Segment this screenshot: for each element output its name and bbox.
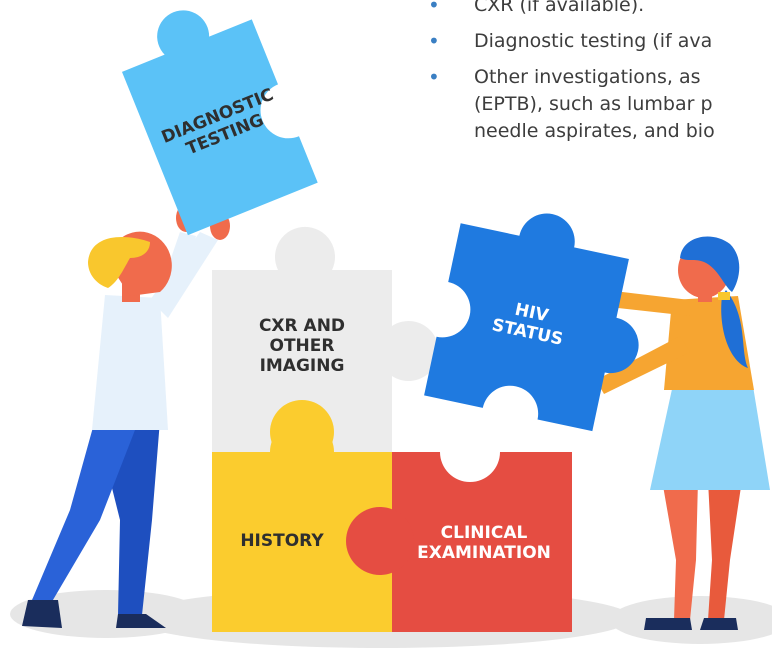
bullet-dot-icon: •	[428, 29, 440, 53]
bullet-item: • Diagnostic testing (if ava	[428, 28, 712, 55]
cxr-label-line: CXR AND	[259, 316, 345, 336]
clinical-label-line: CLINICAL	[441, 523, 528, 543]
bullet-item: • CXR (if available).	[428, 0, 644, 19]
history-puzzle-piece: HISTORY	[212, 400, 392, 632]
bullet-text: needle aspirates, and bio	[474, 120, 715, 142]
cxr-label-line: IMAGING	[260, 356, 345, 376]
man-figure	[22, 204, 230, 628]
bullet-text: Diagnostic testing (if ava	[474, 30, 713, 52]
bullet-item: • Other investigations, as (EPTB), such …	[428, 64, 715, 145]
woman-figure	[568, 236, 770, 630]
ground-shadow-right	[610, 596, 772, 644]
clinical-label-line: EXAMINATION	[417, 543, 551, 563]
diagnostic-puzzle-piece: DIAGNOSTIC TESTING	[121, 10, 318, 236]
bullet-dot-icon: •	[428, 65, 440, 89]
history-label: HISTORY	[240, 531, 324, 551]
clinical-puzzle-piece: CLINICAL EXAMINATION	[346, 452, 572, 632]
cxr-puzzle-piece: CXR AND OTHER IMAGING	[212, 226, 439, 452]
bullet-text: CXR (if available).	[474, 0, 645, 16]
hiv-puzzle-piece: HIV STATUS	[424, 213, 639, 432]
bullet-text: (EPTB), such as lumbar p	[474, 93, 713, 115]
bullet-text: Other investigations, as	[474, 66, 701, 88]
cxr-label-line: OTHER	[270, 336, 335, 356]
bullet-dot-icon: •	[428, 0, 440, 17]
